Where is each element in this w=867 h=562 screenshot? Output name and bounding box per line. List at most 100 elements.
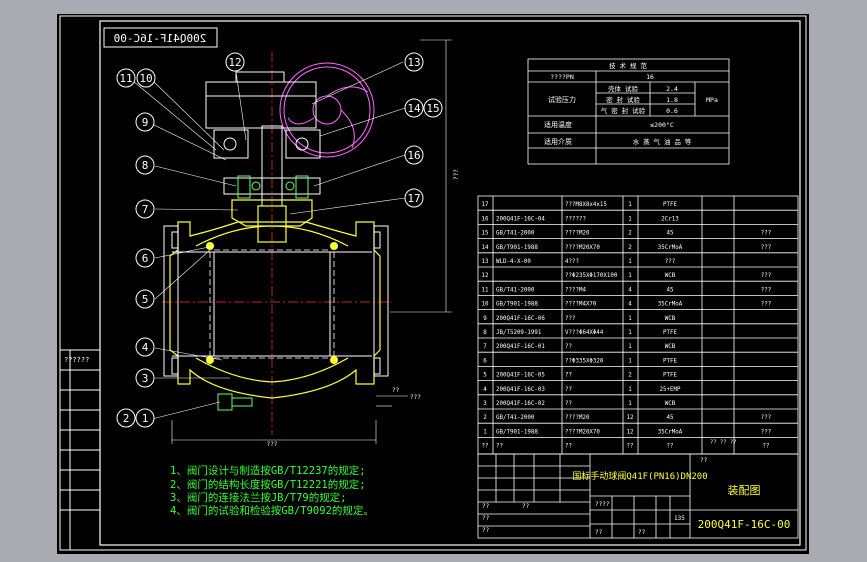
table-cell: ??? (761, 287, 771, 293)
drain-plug (217, 393, 253, 411)
callout-8 (135, 155, 155, 175)
bracket (213, 129, 321, 195)
svg-text:技 术 规 范: 技 术 规 范 (609, 61, 647, 70)
callout-4 (135, 337, 155, 357)
left-strip: ?????? (60, 349, 100, 550)
table-cell: 17 (482, 202, 489, 208)
table-cell: 25+EMP (660, 387, 681, 393)
table-cell: ??Φ335XΦ320 (565, 358, 604, 364)
callout-9 (135, 112, 155, 132)
svg-text:16: 16 (407, 149, 420, 162)
table-cell: WCB (665, 401, 676, 407)
table-cell: 10 (482, 302, 489, 308)
svg-text:14: 14 (407, 102, 421, 115)
svg-text:??: ?? (595, 529, 603, 536)
svg-text:11: 11 (119, 72, 132, 85)
bore-edges (172, 251, 372, 357)
table-cell: 12 (627, 415, 634, 421)
table-cell: 1 (628, 387, 632, 393)
table-cell: 13 (482, 259, 489, 265)
svg-text:壳体 试验: 壳体 试验 (608, 84, 638, 93)
svg-text:3: 3 (142, 372, 149, 385)
table-cell: 1 (628, 216, 632, 222)
svg-text:密 封 试验: 密 封 试验 (606, 95, 640, 104)
product-name: 国标手动球阀Q41F(PN16)DN200 (572, 470, 707, 482)
svg-text:≤200°C: ≤200°C (650, 121, 674, 129)
handwheel (279, 62, 375, 158)
callout-6 (135, 248, 155, 268)
callout-13 (404, 52, 424, 72)
svg-text:MPa: MPa (706, 96, 718, 104)
table-cell: V???Φ64XΦ44 (565, 330, 604, 336)
callout-11 (116, 68, 136, 88)
table-cell: 12 (627, 429, 634, 435)
table-cell: 1 (628, 273, 632, 279)
table-cell: 4 (628, 287, 632, 293)
svg-text:2: 2 (123, 412, 130, 425)
table-cell: ??? (761, 231, 771, 237)
table-cell: 35CrMoA (658, 245, 683, 251)
table-cell: ????M20 (565, 231, 590, 237)
table-cell: ?? (565, 344, 572, 350)
svg-text:??: ?? (522, 503, 530, 510)
table-cell: 7 (483, 344, 487, 350)
table-cell: 2Cr13 (661, 216, 679, 222)
table-cell: ??Φ235XΦ170X100 (565, 273, 618, 279)
callout-leaders (132, 61, 406, 420)
table-cell: 6 (483, 358, 487, 364)
gearbox (205, 71, 317, 207)
svg-text:5: 5 (142, 293, 149, 306)
table-cell: 8 (483, 330, 487, 336)
table-cell: 1 (628, 330, 632, 336)
svg-text:135: 135 (674, 515, 685, 522)
table-cell: ????M20X70 (565, 245, 600, 251)
svg-text:2.4: 2.4 (666, 85, 678, 93)
svg-text:???: ??? (410, 394, 421, 401)
svg-text:??: ?? (638, 529, 646, 536)
table-cell: 200Q41F-16C-03 (496, 387, 545, 393)
table-cell: 35CrMoA (658, 302, 683, 308)
table-cell: WCB (665, 273, 676, 279)
callout-10 (136, 68, 156, 88)
table-cell: ?? (496, 444, 503, 450)
table-cell: ?????? (565, 216, 586, 222)
table-cell: 2 (628, 373, 632, 379)
table-cell: 15 (482, 231, 489, 237)
callout-17 (404, 188, 424, 208)
svg-text:适用温度: 适用温度 (544, 120, 572, 129)
table-cell: 1 (628, 316, 632, 322)
table-cell: 45 (667, 231, 674, 237)
flanges (163, 225, 389, 377)
table-cell: PTFE (663, 358, 677, 364)
table-cell: 5 (483, 373, 487, 379)
table-cell: GB/T901-1988 (496, 302, 538, 308)
table-cell: WCB (665, 316, 676, 322)
svg-text:??: ?? (392, 387, 400, 394)
table-cell: 200Q41F-16C-02 (496, 401, 545, 407)
table-cell: ?? (627, 444, 634, 450)
table-cell: 2 (483, 415, 487, 421)
callout-1 (135, 408, 155, 428)
table-cell: ????M20X70 (565, 429, 600, 435)
svg-text:1.8: 1.8 (666, 96, 678, 104)
callout-3 (135, 368, 155, 388)
svg-text:试验压力: 试验压力 (548, 95, 576, 104)
note-1: 1、阀门设计与制造按GB/T12237的规定; (170, 464, 366, 477)
table-cell: ?? ?? ?? (710, 440, 737, 446)
table-cell: ?? (565, 444, 572, 450)
table-cell: ?? (565, 387, 572, 393)
table-cell: 1 (628, 358, 632, 364)
valve-assembly-drawing: ??? ??? ?? ??? (162, 39, 460, 448)
stem-bolts (237, 175, 309, 199)
svg-text:10: 10 (139, 72, 152, 85)
svg-text:200Q41F-16C-00: 200Q41F-16C-00 (114, 32, 207, 45)
table-cell: GB/T41-2000 (496, 231, 535, 237)
table-cell: 200Q41F-16C-05 (496, 373, 545, 379)
drawing-number: 200Q41F-16C-00 (698, 518, 791, 531)
svg-text:??: ?? (482, 527, 490, 534)
table-cell: ??? (665, 259, 675, 265)
table-cell: 3 (483, 401, 487, 407)
svg-text:12: 12 (228, 56, 241, 69)
